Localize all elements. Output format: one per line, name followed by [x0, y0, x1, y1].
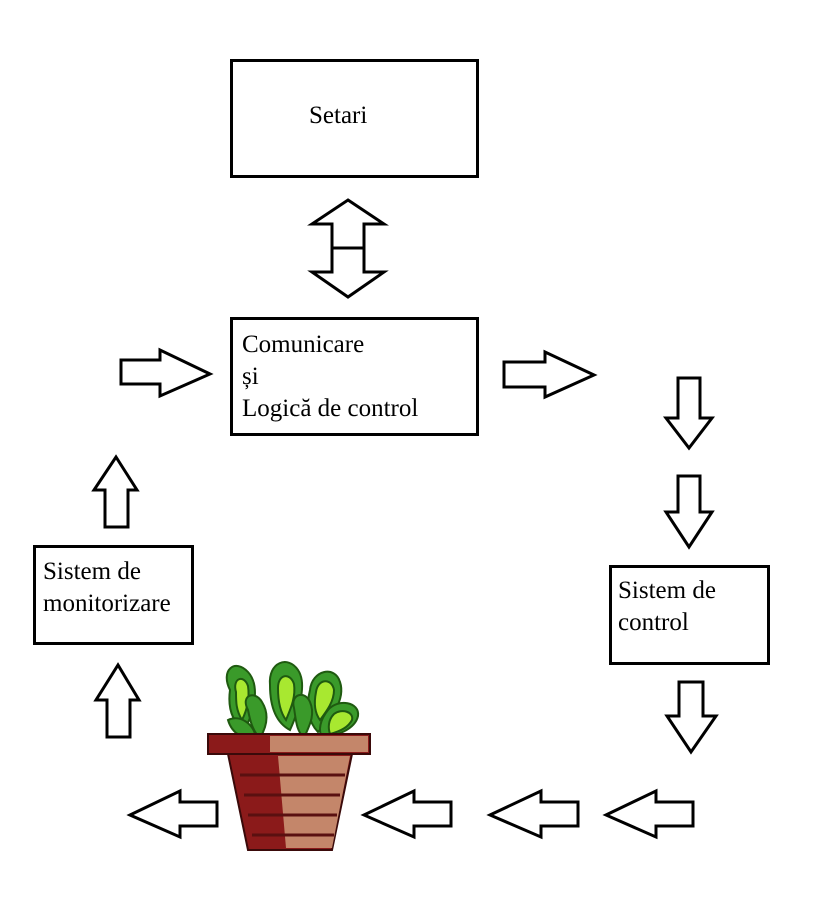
up-arrow-icon: [93, 662, 142, 739]
down-arrow-icon: [663, 474, 715, 550]
right-arrow-icon: [502, 349, 598, 400]
down-arrow-icon: [664, 680, 719, 755]
pot: [207, 733, 371, 851]
monitoring-system-box: Sistem de monitorizare: [33, 545, 194, 645]
left-arrow-icon: [360, 788, 453, 840]
left-arrow-icon: [602, 788, 695, 840]
logic-line-2: și: [242, 363, 259, 390]
logic-line-1: Comunicare: [242, 331, 365, 358]
left-arrow-icon: [126, 788, 219, 840]
monitor-line-1: Sistem de: [43, 558, 141, 585]
monitor-line-2: monitorizare: [43, 590, 171, 617]
control-line-2: control: [618, 609, 689, 636]
settings-label: Setari: [309, 102, 368, 129]
control-line-1: Sistem de: [618, 577, 716, 604]
plant-leaves: [225, 661, 360, 740]
down-arrow-icon: [662, 376, 716, 451]
potted-plant-icon: [207, 661, 371, 851]
right-arrow-icon: [119, 347, 214, 399]
communication-logic-box: Comunicare și Logică de control: [230, 317, 479, 436]
settings-box: Setari: [230, 59, 479, 178]
control-system-box: Sistem de control: [609, 565, 770, 665]
up-arrow-icon: [91, 454, 140, 529]
left-arrow-icon: [486, 788, 580, 840]
logic-line-3: Logică de control: [242, 395, 419, 422]
